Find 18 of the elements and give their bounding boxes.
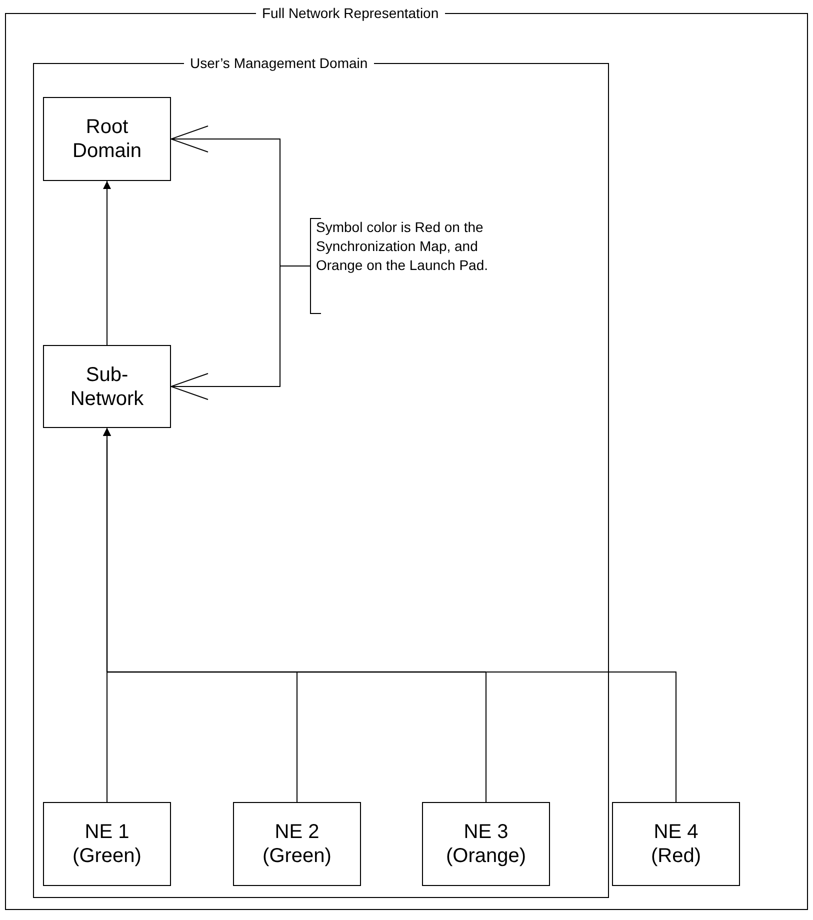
node-label: NE 2 (Green) xyxy=(262,820,332,868)
process-box xyxy=(422,802,550,886)
process-box xyxy=(233,802,361,886)
arrow xyxy=(103,180,111,346)
node-label: NE 4 (Red) xyxy=(650,820,702,868)
frame-title: Full Network Representation xyxy=(256,5,445,21)
node-label: Sub-Network xyxy=(69,362,145,410)
node-label: NE 1 (Green) xyxy=(72,820,142,868)
process-box xyxy=(43,345,171,428)
process-box xyxy=(612,802,740,886)
note-text: Symbol color is Red on the Synchronization Map, and Orange on the Launch Pad. xyxy=(316,218,490,275)
process-box xyxy=(43,802,171,886)
frame-title: User’s Management Domain xyxy=(184,55,374,71)
arrow xyxy=(103,428,676,802)
node-label: NE 3 (Orange) xyxy=(444,820,528,868)
process-box xyxy=(43,97,171,181)
callout-arrow xyxy=(170,266,310,400)
node-label: Root Domain xyxy=(72,115,142,163)
